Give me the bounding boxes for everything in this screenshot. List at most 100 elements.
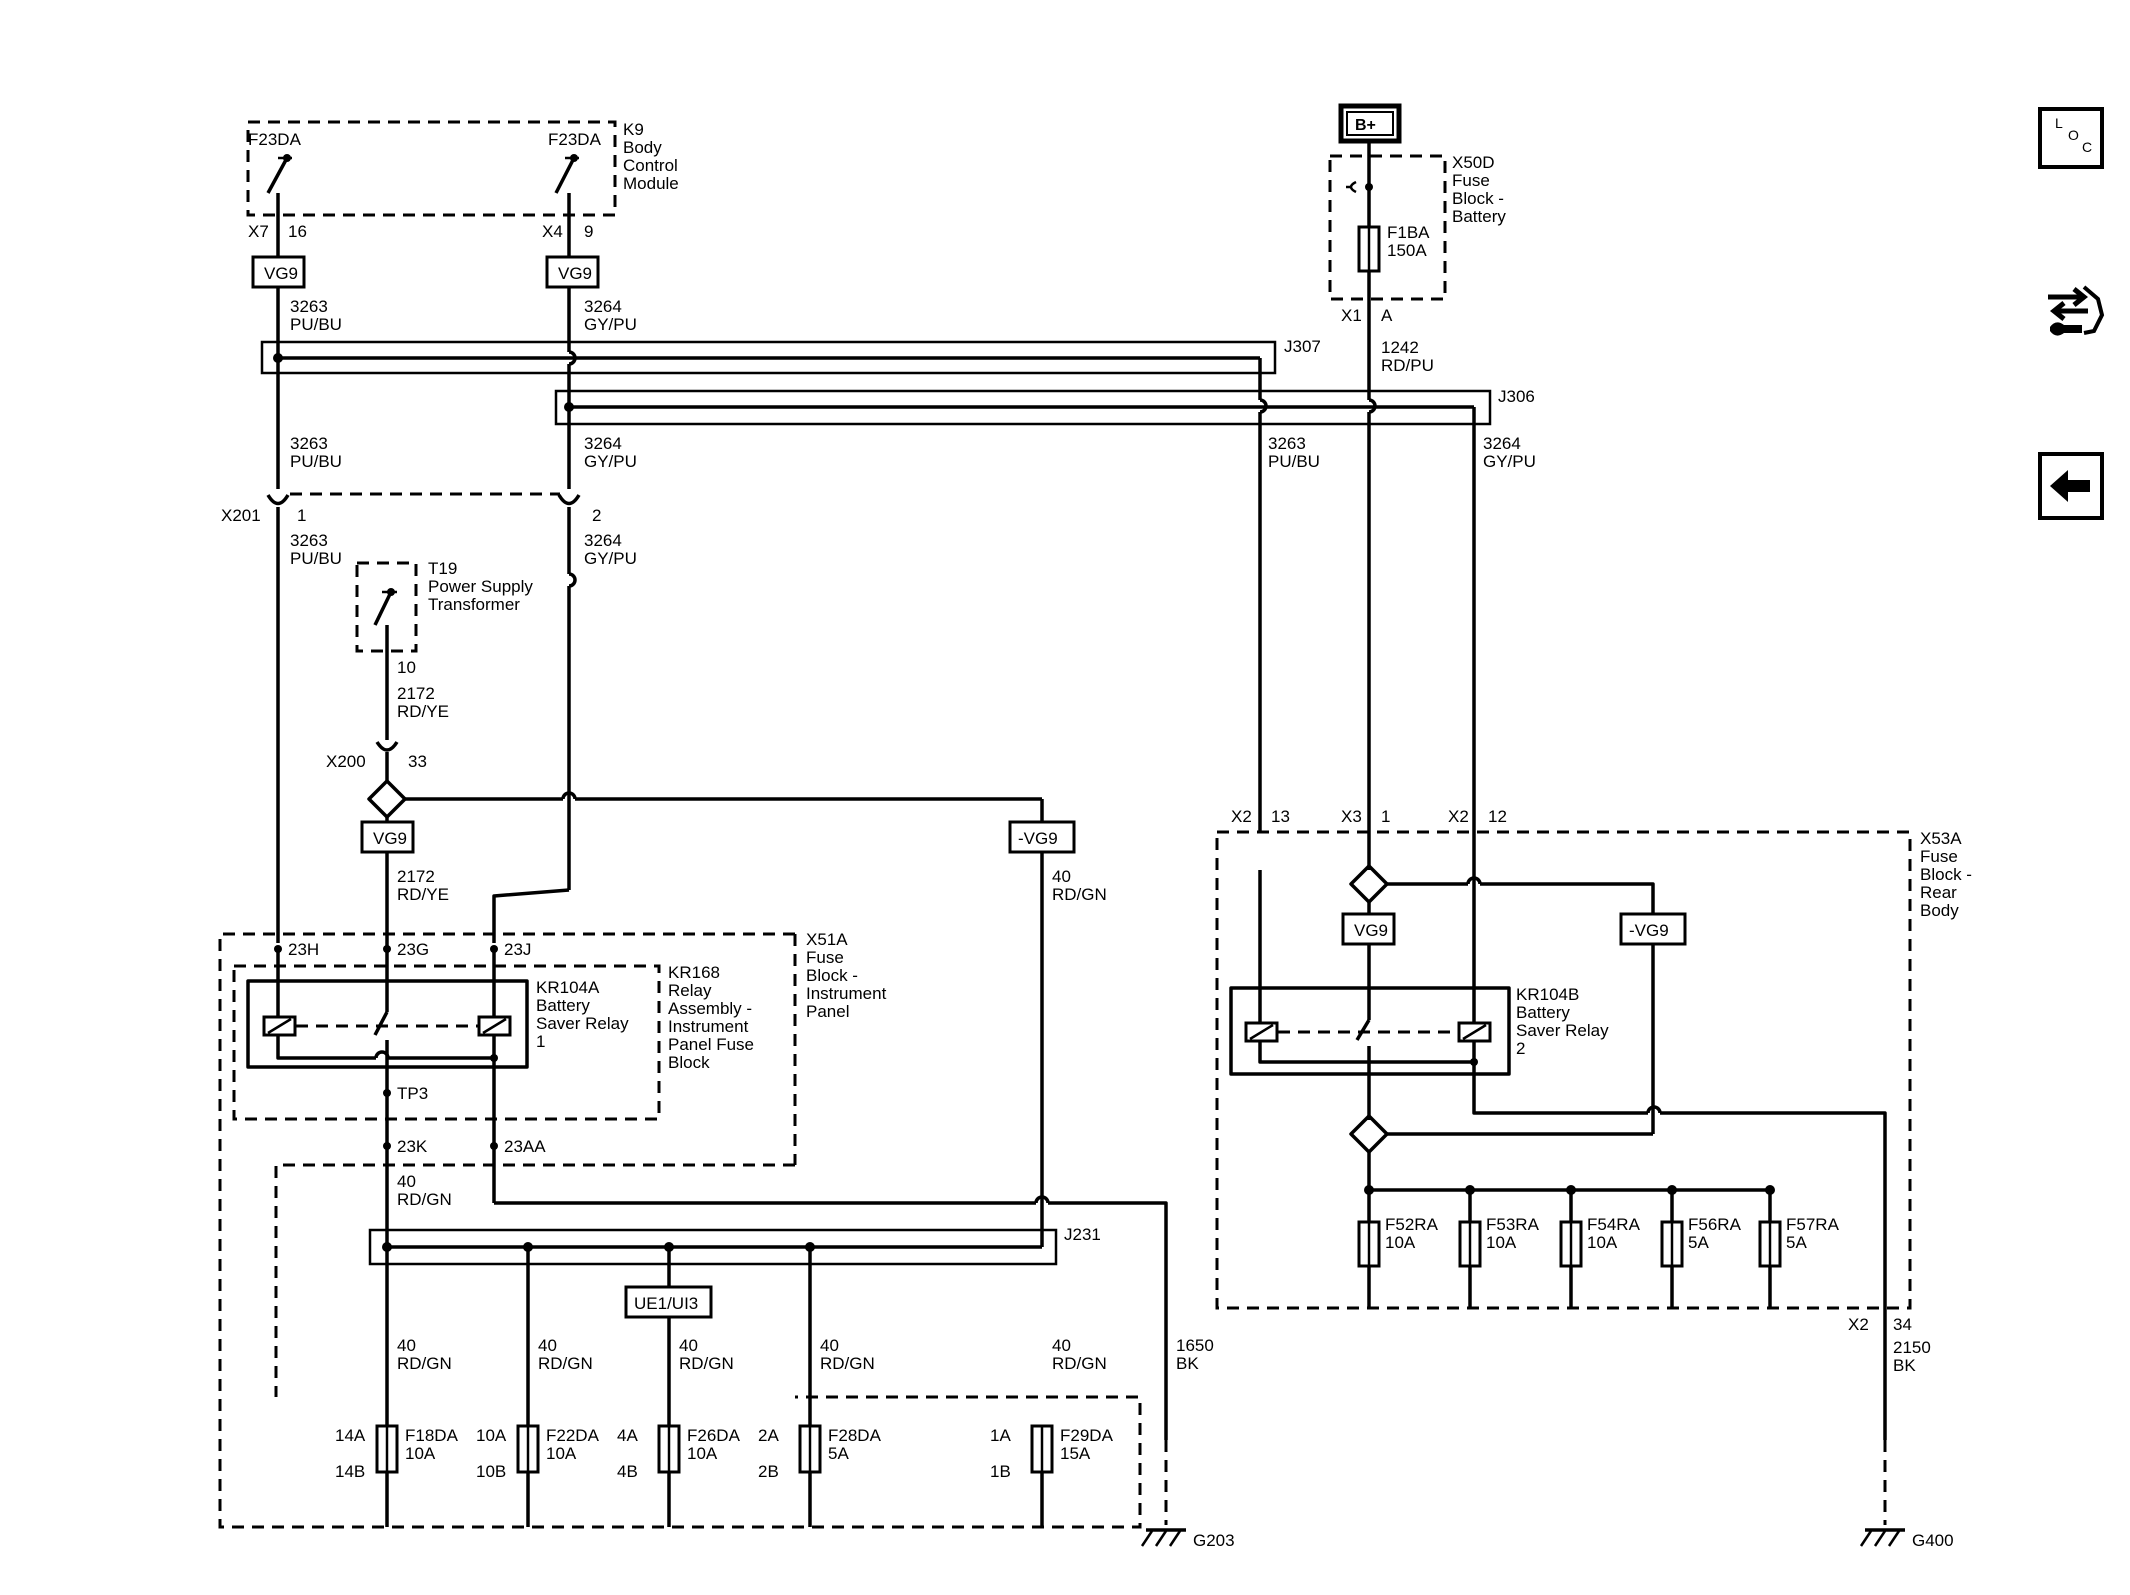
wire-color: RD/GN <box>397 1354 452 1373</box>
svg-text:PU/BU: PU/BU <box>1268 452 1320 471</box>
svg-text:40: 40 <box>397 1172 416 1191</box>
fuse-pin-out: 1B <box>990 1462 1011 1481</box>
wire-circuit: 40 <box>397 1336 416 1355</box>
svg-text:G400: G400 <box>1912 1531 1954 1550</box>
svg-text:Saver Relay: Saver Relay <box>536 1014 629 1033</box>
svg-text:X3: X3 <box>1341 807 1362 826</box>
wire-circuit: 40 <box>679 1336 698 1355</box>
fuse-name: F18DA <box>405 1426 459 1445</box>
svg-text:150A: 150A <box>1387 241 1427 260</box>
svg-text:Assembly -: Assembly - <box>668 999 752 1018</box>
svg-text:Battery: Battery <box>1516 1003 1570 1022</box>
kr104a-battery-saver-relay-1: KR104A Battery Saver Relay 1 <box>246 978 629 1069</box>
svg-text:J306: J306 <box>1498 387 1535 406</box>
svg-text:23J: 23J <box>504 940 531 959</box>
svg-text:-VG9: -VG9 <box>1018 829 1058 848</box>
svg-text:J307: J307 <box>1284 337 1321 356</box>
fuse-pin-out: 14B <box>335 1462 365 1481</box>
svg-text:23G: 23G <box>397 940 429 959</box>
svg-text:KR168: KR168 <box>668 963 720 982</box>
splice-j231: J231 <box>368 1225 1101 1266</box>
tag-neg-vg9: -VG9 <box>1619 912 1687 946</box>
kr168-relay-assembly: KR168 Relay Assembly - Instrument Panel … <box>232 963 754 1121</box>
svg-text:Body: Body <box>1920 901 1959 920</box>
fuse-pin-in: 2A <box>758 1426 779 1445</box>
tag-neg-vg9: -VG9 <box>1008 820 1076 854</box>
svg-text:X1: X1 <box>1341 306 1362 325</box>
svg-text:Fuse: Fuse <box>1452 171 1490 190</box>
k9-id: K9 <box>623 120 644 139</box>
svg-text:GY/PU: GY/PU <box>584 315 637 334</box>
svg-text:G203: G203 <box>1193 1531 1235 1550</box>
fuse-pin-in: 1A <box>990 1426 1011 1445</box>
connector-x200: X200 33 <box>326 741 427 771</box>
svg-text:Body: Body <box>623 138 662 157</box>
svg-text:2172: 2172 <box>397 867 435 886</box>
wire-color: RD/GN <box>1052 1354 1107 1373</box>
svg-text:3263: 3263 <box>290 531 328 550</box>
svg-text:9: 9 <box>584 222 593 241</box>
svg-text:Rear: Rear <box>1920 883 1957 902</box>
svg-text:1: 1 <box>1381 807 1390 826</box>
svg-text:Panel Fuse: Panel Fuse <box>668 1035 754 1054</box>
tag-vg9: VG9 <box>251 255 306 289</box>
splice-diamond <box>1349 1114 1389 1154</box>
svg-text:X53A: X53A <box>1920 829 1962 848</box>
svg-text:Battery: Battery <box>1452 207 1506 226</box>
svg-text:A: A <box>1381 306 1393 325</box>
svg-text:RD/PU: RD/PU <box>1381 356 1434 375</box>
svg-text:RD/GN: RD/GN <box>1052 885 1107 904</box>
fuse-rating: 15A <box>1060 1444 1091 1463</box>
svg-text:40: 40 <box>1052 867 1071 886</box>
svg-text:TP3: TP3 <box>397 1084 428 1103</box>
svg-text:33: 33 <box>408 752 427 771</box>
battery-positive: B+ <box>1338 103 1402 144</box>
svg-text:1: 1 <box>536 1032 545 1051</box>
fuse-pin-out: 2B <box>758 1462 779 1481</box>
svg-text:F1BA: F1BA <box>1387 223 1430 242</box>
fuse-name: F56RA <box>1688 1215 1742 1234</box>
wire-circuit: 40 <box>538 1336 557 1355</box>
svg-text:Relay: Relay <box>668 981 712 1000</box>
splice-diamond <box>367 779 407 819</box>
wire-circuit: 40 <box>820 1336 839 1355</box>
fuse-pin-out: 4B <box>617 1462 638 1481</box>
svg-text:1: 1 <box>297 506 306 525</box>
connector-view-icon[interactable] <box>2040 275 2110 345</box>
svg-text:Block -: Block - <box>1920 865 1972 884</box>
svg-text:F23DA: F23DA <box>248 130 302 149</box>
svg-text:Panel: Panel <box>806 1002 849 1021</box>
fuse-rating: 5A <box>1688 1233 1709 1252</box>
svg-text:3264: 3264 <box>584 434 622 453</box>
splice-j307: J307 <box>260 337 1321 375</box>
svg-text:VG9: VG9 <box>373 829 407 848</box>
fuse-pin-in: 4A <box>617 1426 638 1445</box>
tag-vg9: VG9 <box>545 255 600 289</box>
svg-text:10: 10 <box>397 658 416 677</box>
svg-text:Transformer: Transformer <box>428 595 520 614</box>
tag-vg9: VG9 <box>1341 912 1396 946</box>
svg-text:X51A: X51A <box>806 930 848 949</box>
loc-button[interactable]: L O C <box>2038 107 2104 169</box>
svg-text:Power Supply: Power Supply <box>428 577 533 596</box>
svg-text:VG9: VG9 <box>264 264 298 283</box>
svg-text:3264: 3264 <box>584 297 622 316</box>
svg-text:KR104A: KR104A <box>536 978 600 997</box>
fuse-rating: 10A <box>1385 1233 1416 1252</box>
tag-vg9: VG9 <box>360 820 415 854</box>
svg-text:1242: 1242 <box>1381 338 1419 357</box>
back-button[interactable] <box>2038 452 2104 520</box>
svg-text:Battery: Battery <box>536 996 590 1015</box>
svg-text:16: 16 <box>288 222 307 241</box>
fuse-rating: 10A <box>687 1444 718 1463</box>
svg-text:B+: B+ <box>1355 117 1376 134</box>
svg-text:23K: 23K <box>397 1137 428 1156</box>
svg-text:KR104B: KR104B <box>1516 985 1579 1004</box>
